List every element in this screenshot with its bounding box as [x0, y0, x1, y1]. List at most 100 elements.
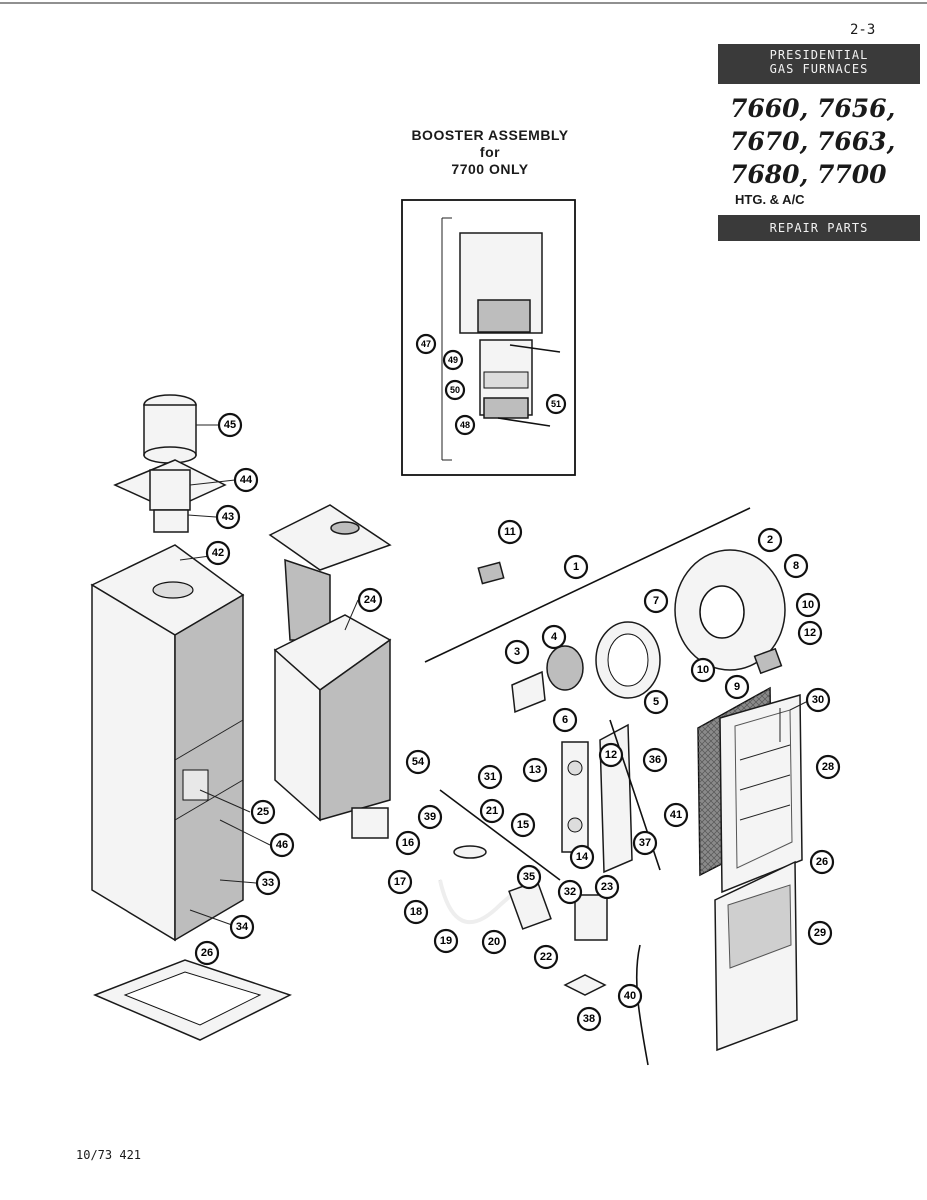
transformer — [574, 894, 608, 941]
svg-text:43: 43 — [222, 511, 234, 523]
callout-5: 5 — [643, 689, 669, 715]
svg-text:10: 10 — [697, 664, 709, 676]
brand-line-2: GAS FURNACES — [769, 62, 869, 76]
svg-text:41: 41 — [670, 809, 682, 821]
model-numbers: 7660, 7656, 7670, 7663, 7680, 7700 — [730, 92, 895, 191]
svg-text:13: 13 — [529, 764, 541, 776]
svg-text:14: 14 — [576, 851, 589, 863]
svg-text:6: 6 — [562, 714, 568, 726]
callout-46: 45 — [217, 412, 243, 438]
callout-18: 17 — [387, 869, 413, 895]
bracket — [563, 974, 607, 996]
callout-39: 38 — [576, 1006, 602, 1032]
callout-12: 11 — [497, 519, 523, 545]
svg-text:39: 39 — [424, 811, 436, 823]
svg-text:31: 31 — [484, 771, 496, 783]
subtitle: HTG. & A/C — [735, 192, 805, 207]
callout-29: 28 — [815, 754, 841, 780]
callout-49: 48 — [454, 414, 476, 436]
svg-text:24: 24 — [364, 594, 377, 606]
callout-47: 46 — [269, 832, 295, 858]
upper-door-panel — [719, 694, 803, 894]
models-line-2: 7670, 7663, — [730, 127, 896, 156]
callout-54: 54 — [405, 749, 431, 775]
svg-text:35: 35 — [523, 871, 535, 883]
svg-text:29: 29 — [814, 927, 826, 939]
burner-manifold — [438, 789, 561, 930]
callout-31: 30 — [805, 687, 831, 713]
callout-36: 35 — [516, 864, 542, 890]
callout-32: 31 — [477, 764, 503, 790]
svg-text:44: 44 — [240, 474, 253, 486]
svg-text:33: 33 — [262, 877, 274, 889]
svg-text:45: 45 — [224, 419, 236, 431]
leader-lines — [179, 424, 811, 926]
callout-38: 37 — [632, 830, 658, 856]
control-assembly — [561, 719, 661, 874]
svg-text:9: 9 — [734, 681, 740, 693]
callout-11: 12 — [797, 620, 823, 646]
brand-banner: PRESIDENTIAL GAS FURNACES — [718, 44, 920, 84]
callout-45: 44 — [233, 467, 259, 493]
callout-34: 33 — [255, 870, 281, 896]
blower-assembly — [424, 507, 786, 714]
svg-text:11: 11 — [504, 526, 516, 538]
svg-text:16: 16 — [402, 837, 414, 849]
svg-text:8: 8 — [793, 560, 799, 572]
models-line-1: 7660, 7656, — [730, 94, 896, 123]
callout-9: 9 — [724, 674, 750, 700]
svg-text:12: 12 — [804, 627, 816, 639]
booster-title-line-3: 7700 ONLY — [451, 161, 529, 177]
callout-8: 8 — [783, 553, 809, 579]
svg-text:36: 36 — [649, 754, 661, 766]
callout-52: 51 — [545, 393, 567, 415]
callout-37: 36 — [642, 747, 668, 773]
svg-text:20: 20 — [488, 936, 500, 948]
svg-text:38: 38 — [583, 1013, 595, 1025]
svg-text:28: 28 — [822, 761, 834, 773]
callout-16: 15 — [510, 812, 536, 838]
svg-text:1: 1 — [573, 561, 579, 573]
callout-4: 4 — [541, 624, 567, 650]
callout-19: 18 — [403, 899, 429, 925]
svg-text:15: 15 — [517, 819, 529, 831]
svg-text:25: 25 — [257, 806, 269, 818]
callout-44: 43 — [215, 504, 241, 530]
wire-harness — [635, 944, 649, 1066]
callout-10a: 10 — [795, 592, 821, 618]
callout-14: 13 — [522, 757, 548, 783]
svg-text:18: 18 — [410, 906, 422, 918]
callout-41: 40 — [617, 983, 643, 1009]
svg-text:51: 51 — [551, 399, 561, 409]
lower-door-panel — [714, 860, 798, 1052]
callout-24: 23 — [594, 874, 620, 900]
footer-code: 10/73 421 — [76, 1148, 142, 1162]
svg-text:49: 49 — [448, 355, 458, 365]
booster-assembly-box — [401, 199, 576, 476]
callout-28: 26 — [194, 940, 220, 966]
callout-15: 14 — [569, 844, 595, 870]
booster-title: BOOSTER ASSEMBLY for 7700 ONLY — [390, 127, 590, 178]
callout-50: 49 — [442, 349, 464, 371]
svg-text:37: 37 — [639, 837, 651, 849]
svg-text:54: 54 — [412, 756, 425, 768]
svg-text:47: 47 — [421, 339, 431, 349]
callout-7: 7 — [643, 588, 669, 614]
furnace-cabinet — [90, 544, 245, 942]
svg-text:30: 30 — [812, 694, 824, 706]
svg-text:2: 2 — [767, 534, 773, 546]
svg-text:12: 12 — [605, 749, 617, 761]
callout-26: 25 — [250, 799, 276, 825]
callout-3: 3 — [504, 639, 530, 665]
callout-35: 34 — [229, 914, 255, 940]
callout-43: 42 — [205, 540, 231, 566]
svg-text:26: 26 — [201, 947, 213, 959]
callout-51: 50 — [444, 379, 466, 401]
svg-text:40: 40 — [624, 990, 636, 1002]
svg-text:5: 5 — [653, 696, 659, 708]
callout-23: 22 — [533, 944, 559, 970]
small-part-12 — [477, 561, 505, 585]
svg-text:21: 21 — [486, 805, 498, 817]
callout-33: 32 — [557, 879, 583, 905]
